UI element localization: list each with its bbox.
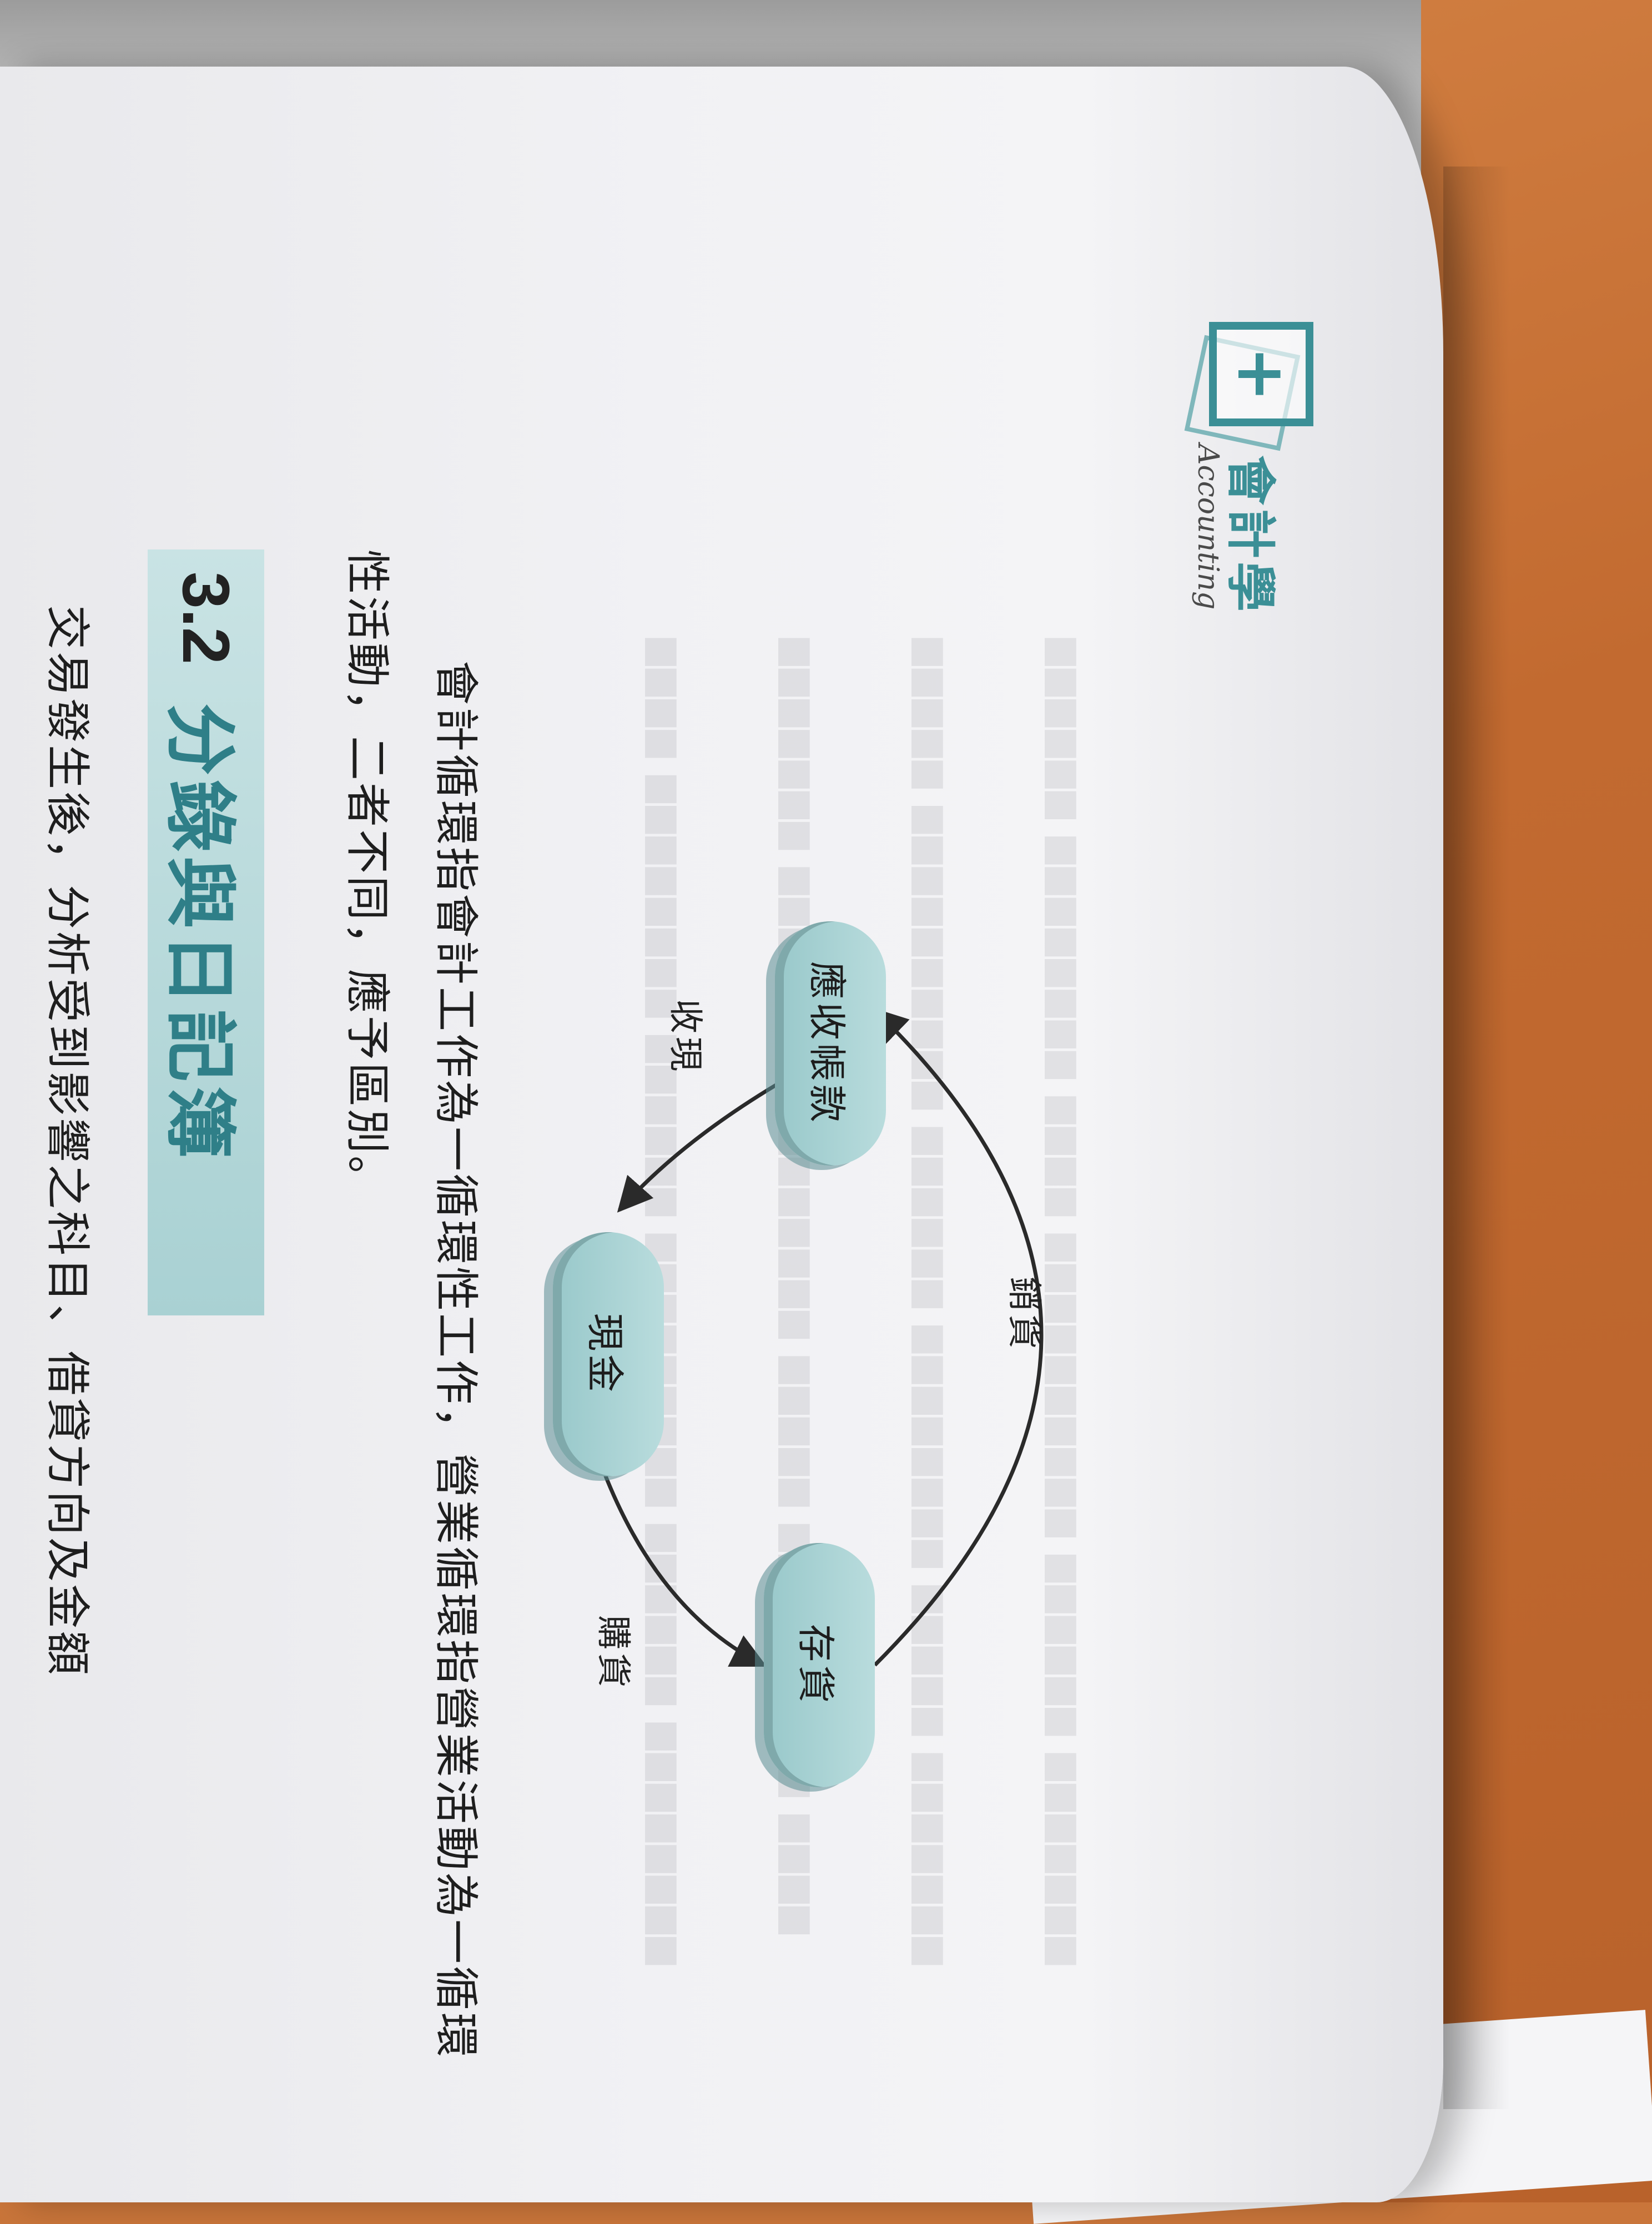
page-edge-shadow: [1443, 167, 1510, 2109]
label-sales: 銷貨: [1004, 1277, 1045, 1353]
label-collection: 收現: [666, 999, 706, 1075]
section-heading: 3.2 分錄與日記簿: [148, 549, 264, 1315]
arrow-purchase: [595, 1453, 767, 1667]
node-inventory: 存貨: [764, 1543, 875, 1787]
arrow-sales: [872, 1007, 1044, 1667]
node-receivable: 應收帳款: [775, 921, 886, 1166]
section-text-line-1: 交易發生後，分析受到影響之科目、借貸方向及金額: [42, 605, 93, 1677]
node-cash: 現金: [553, 1232, 664, 1476]
label-purchase: 購貨: [593, 1615, 634, 1691]
section-title: 分錄與日記簿: [158, 703, 242, 1163]
paragraph-line-2: 性活動，二者不同，應予區別。: [341, 549, 393, 1202]
paragraph-line-1: 會計循環指會計工作為一循環性工作，營業循環指營業活動為一循環: [430, 660, 482, 2059]
section-number: 3.2: [169, 572, 243, 664]
